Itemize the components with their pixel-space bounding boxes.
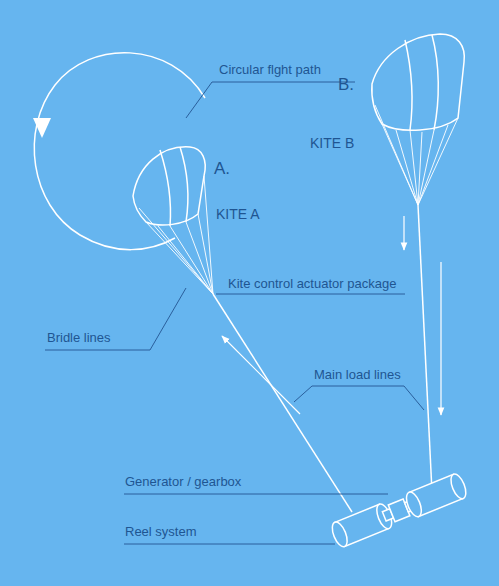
reel-in-arrow — [403, 216, 404, 250]
callout-label: Reel system — [125, 525, 197, 539]
kite-b — [372, 34, 464, 205]
kite-a — [133, 147, 213, 294]
callout-label: Kite control actuator package — [228, 277, 396, 291]
callout-label: KITE A — [216, 207, 260, 222]
main-load-line — [418, 205, 432, 492]
reel-in-arrow — [440, 262, 441, 415]
callout-label: Main load lines — [314, 368, 401, 382]
reel-system — [329, 472, 469, 549]
flight-path — [34, 53, 205, 250]
callout-label: KITE B — [310, 136, 354, 151]
reel-out-arrow — [222, 336, 300, 414]
callout-label: Bridle lines — [47, 331, 111, 345]
leader-lines — [45, 82, 424, 544]
flight-arrow — [33, 118, 51, 138]
callout-label: Generator / gearbox — [125, 475, 241, 489]
callout-label: B. — [338, 76, 354, 95]
callout-label: Circular flght path — [219, 63, 321, 77]
callout-label: A. — [214, 160, 230, 179]
